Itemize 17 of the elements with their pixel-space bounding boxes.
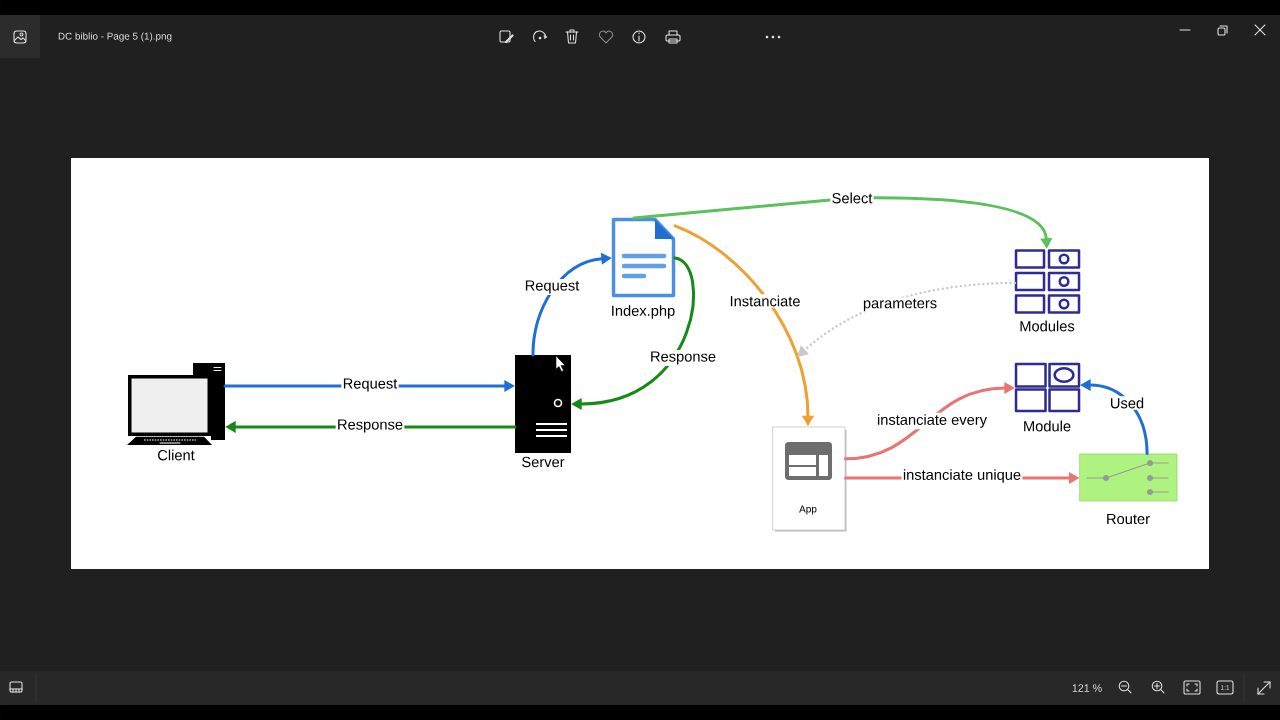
node-label: Module — [1024, 420, 1071, 432]
edge-label: parameters — [861, 297, 939, 313]
edge-label: Response — [648, 350, 718, 366]
file-name: DC biblio - Page 5 (1).png — [58, 32, 172, 42]
node-label: Index.php — [612, 305, 675, 319]
zoom-level: 121 % — [1072, 684, 1102, 692]
edge-label: Used — [1108, 396, 1146, 410]
node-label: Server — [522, 456, 565, 468]
edge-label: Request — [341, 377, 399, 393]
edge-label: Instanciate — [728, 294, 802, 308]
edge-label: Response — [335, 418, 405, 434]
node-label: Modules — [1020, 320, 1075, 332]
node-label: Router — [1107, 513, 1150, 525]
edge-label: Request — [523, 279, 581, 295]
node-label: Client — [158, 449, 195, 461]
arrow — [797, 281, 1017, 357]
edge-label: Select — [830, 191, 874, 205]
